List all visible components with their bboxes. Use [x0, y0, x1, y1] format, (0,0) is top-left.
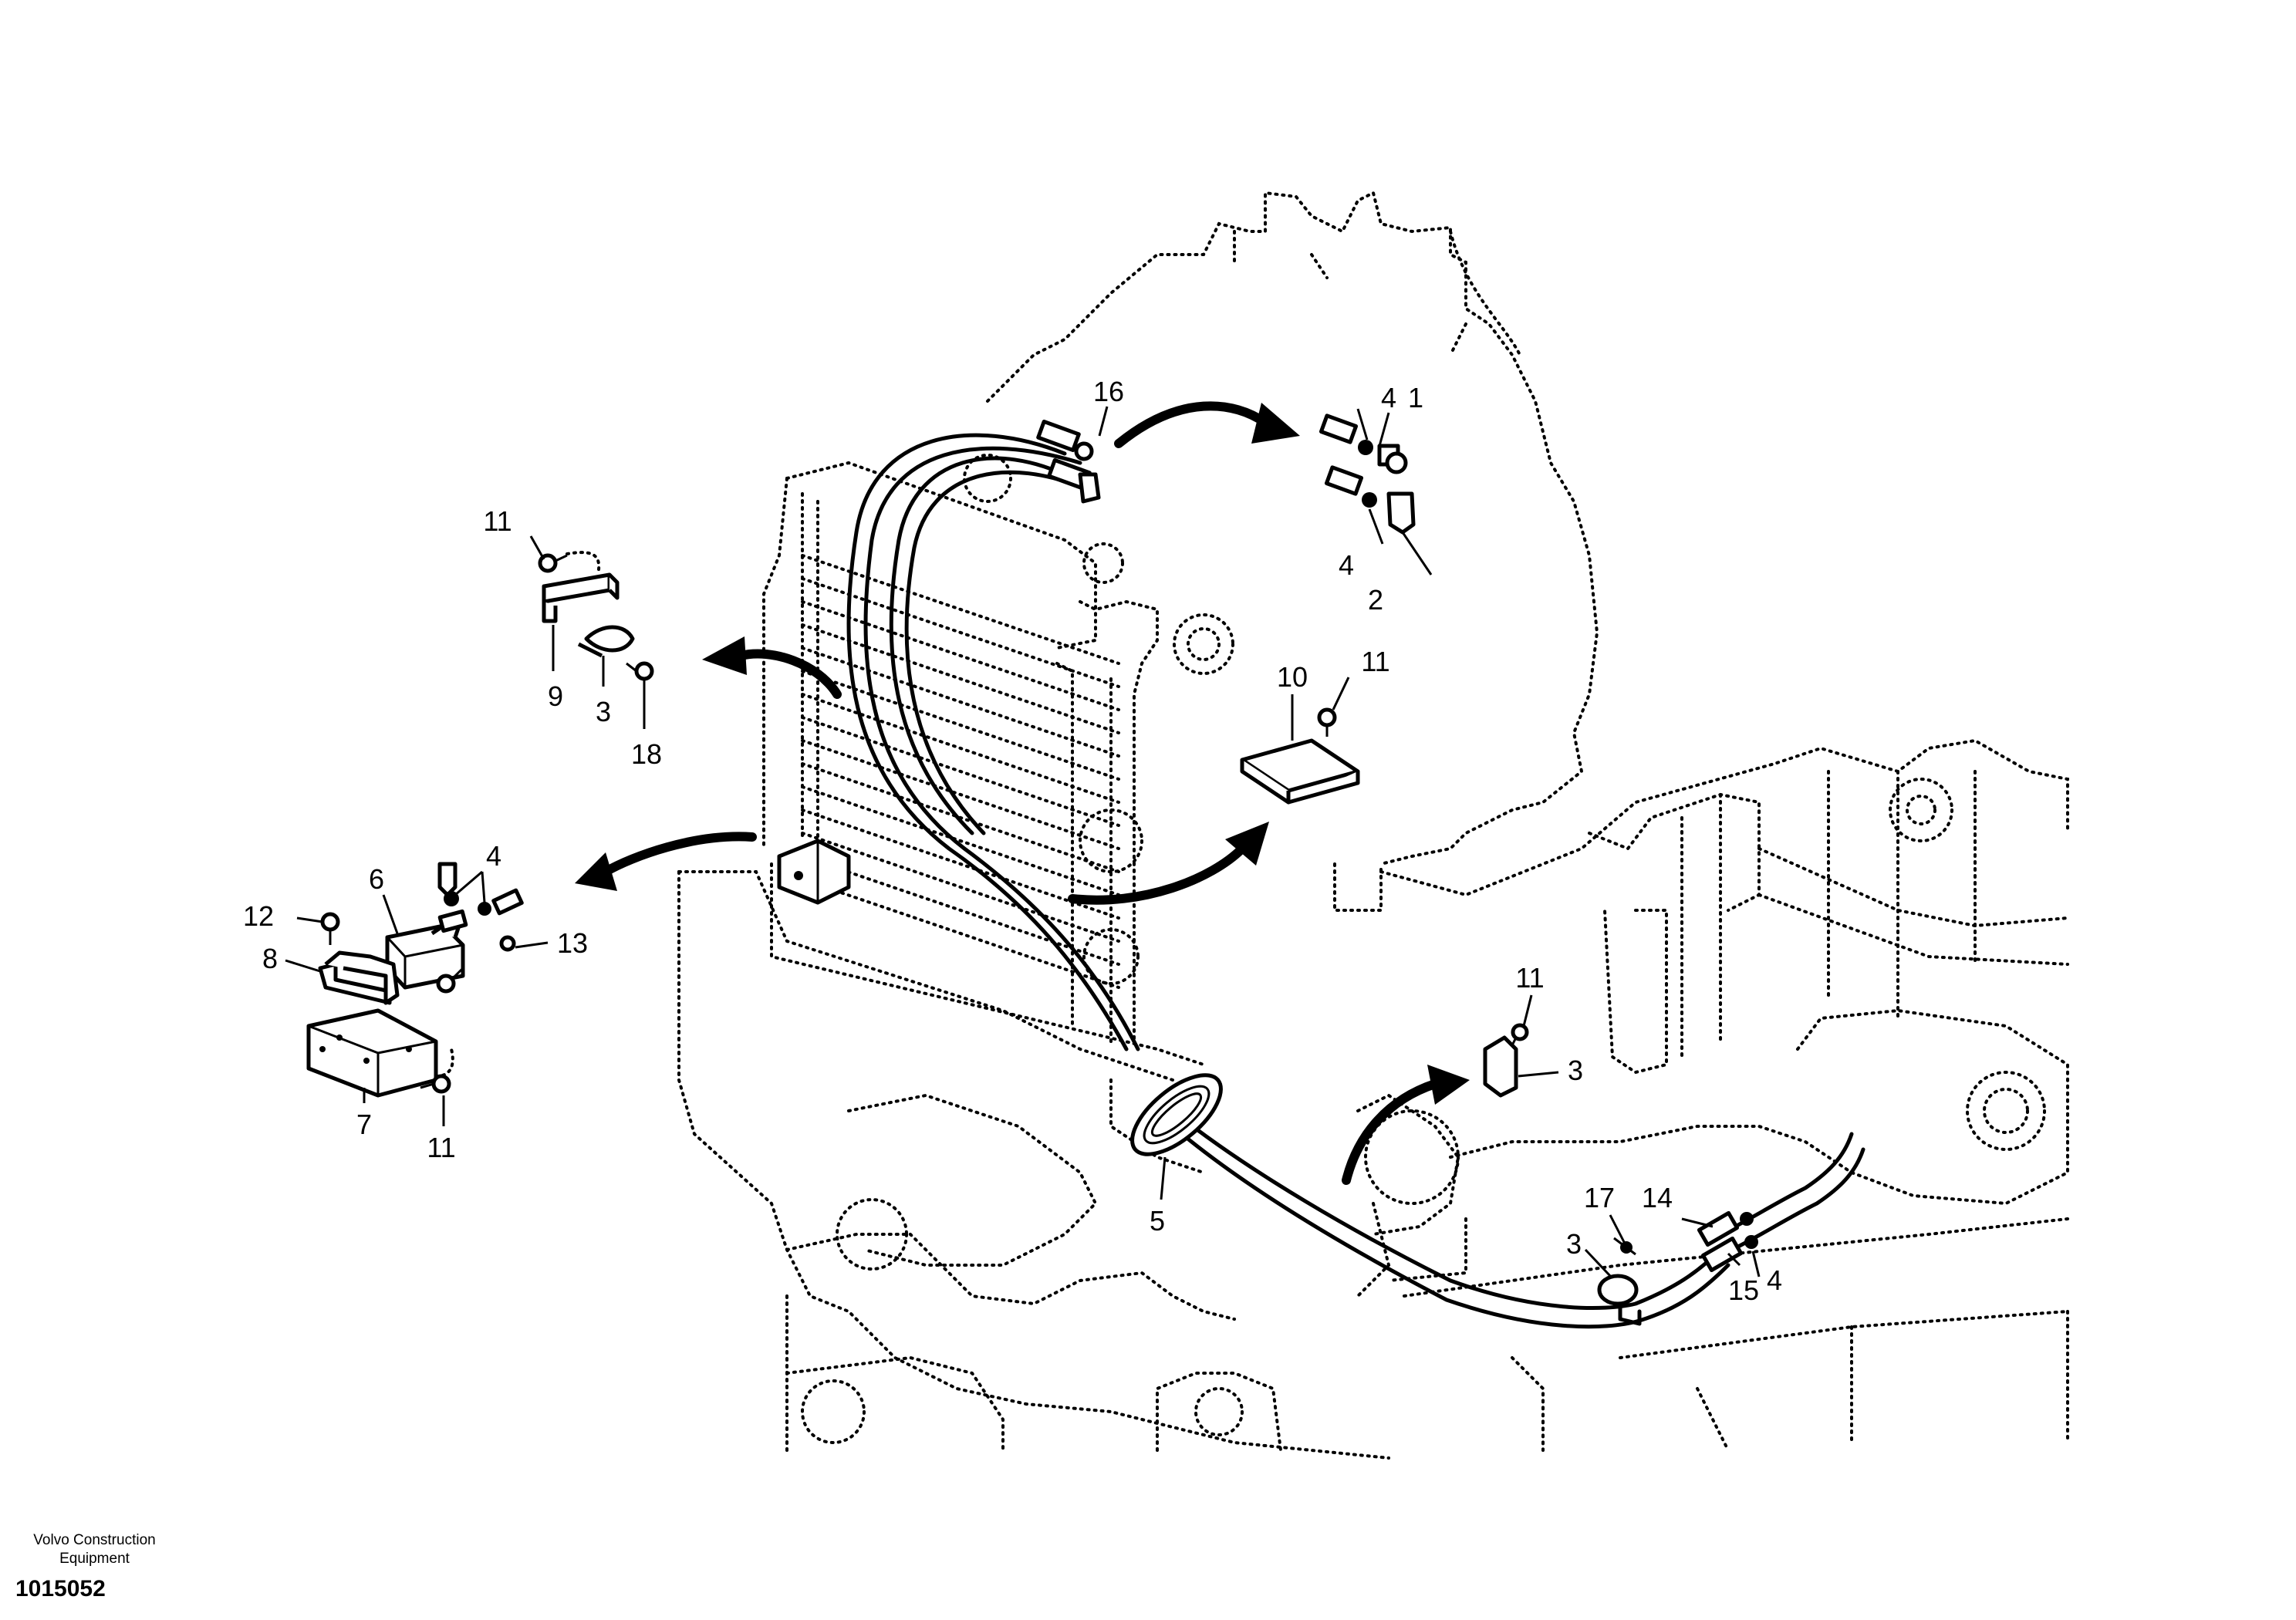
manufacturer-label: Volvo Construction Equipment: [33, 1532, 156, 1567]
callout-9: 9: [548, 680, 563, 712]
callout-5: 5: [1150, 1205, 1165, 1237]
detail-fittings-1-2-4: [1319, 413, 1416, 535]
hose-assembly: [846, 433, 1866, 1329]
callout-4: 4: [1767, 1264, 1782, 1296]
callout-1: 1: [1408, 382, 1423, 413]
callout-11: 11: [483, 505, 512, 537]
callout-labels: 16 4 1 4 2 11 9 3 18 10 11 6 4 12 13 8 7…: [243, 376, 1782, 1306]
callout-8: 8: [262, 943, 278, 974]
callout-2: 2: [1368, 584, 1383, 616]
callout-11: 11: [427, 1132, 455, 1163]
callout-11: 11: [1515, 962, 1544, 994]
callout-18: 18: [631, 738, 662, 770]
callout-14: 14: [1642, 1182, 1673, 1213]
hose-fittings-14-15: [1620, 1210, 1758, 1273]
callout-13: 13: [557, 927, 588, 959]
callout-7: 7: [356, 1109, 372, 1140]
callout-11: 11: [1361, 646, 1389, 677]
callout-12: 12: [243, 900, 274, 932]
callout-3: 3: [1568, 1055, 1583, 1086]
detail-bracket-10: [1240, 707, 1360, 805]
callout-4: 4: [1339, 549, 1354, 581]
drawing-number: 1015052: [15, 1576, 106, 1601]
hose-fittings-16: [1036, 419, 1101, 504]
callout-6: 6: [369, 863, 384, 895]
callout-3: 3: [1566, 1228, 1582, 1260]
callout-4: 4: [486, 840, 501, 872]
detail-sensor-assembly: [306, 862, 524, 1098]
grommet-5: [1130, 1073, 1223, 1156]
callout-4: 4: [1381, 382, 1396, 413]
callout-17: 17: [1584, 1182, 1615, 1213]
callout-15: 15: [1728, 1274, 1759, 1306]
detail-brackets-9-3: [538, 551, 654, 681]
machine-frame-outline: [677, 191, 2069, 1460]
detail-clamp-3: [1483, 1023, 1529, 1098]
callout-10: 10: [1277, 661, 1308, 693]
radiator-bracket: [777, 839, 851, 905]
callout-leaders: [285, 406, 1761, 1278]
direction-arrows: [575, 401, 1470, 1185]
hose-clamp-3: [1597, 1274, 1642, 1326]
callout-3: 3: [596, 696, 611, 727]
callout-16: 16: [1093, 376, 1124, 407]
